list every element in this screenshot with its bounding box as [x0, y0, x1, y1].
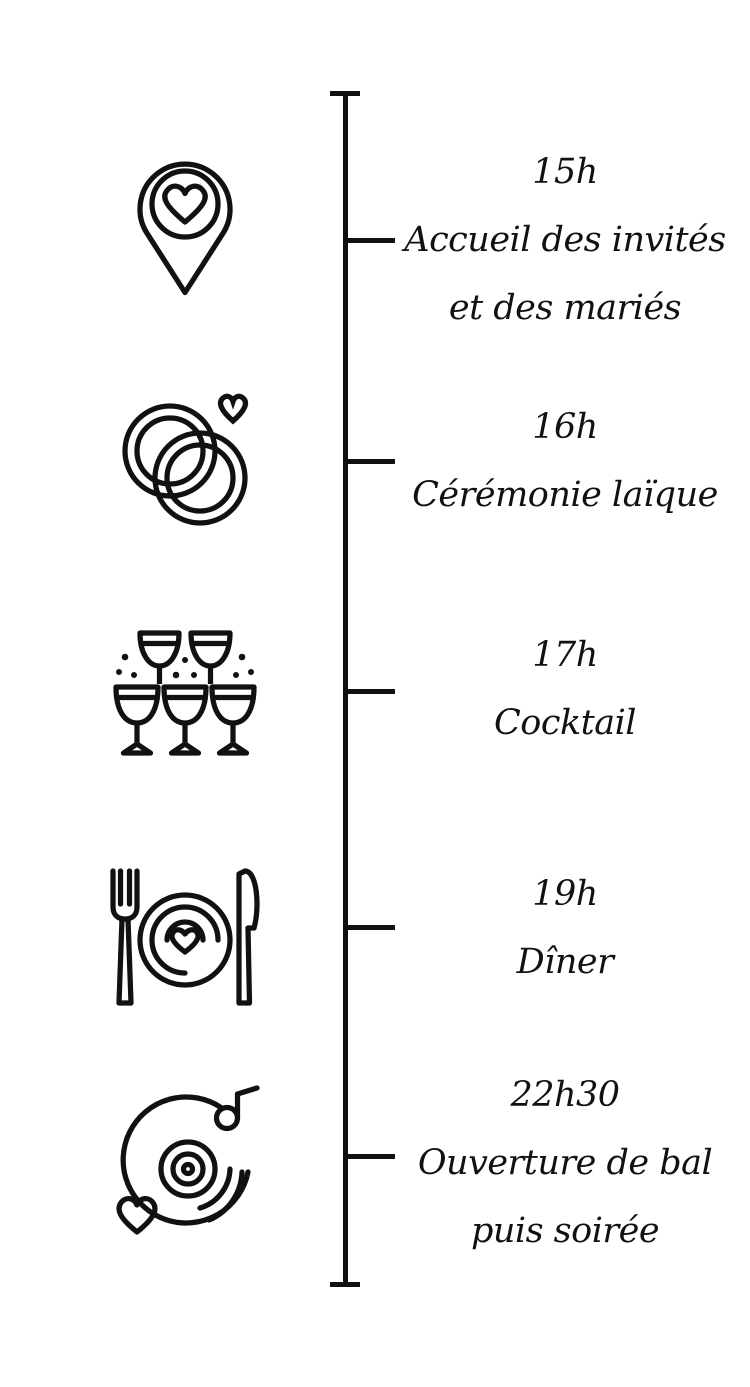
champagne-tower-icon	[100, 605, 270, 775]
timeline-tick	[345, 689, 395, 694]
event-label: Accueil des invités	[404, 220, 726, 260]
event-label: Ouverture de bal	[417, 1143, 713, 1183]
timeline-tick	[345, 238, 395, 243]
event-time: 16h	[532, 407, 598, 447]
event-time: 22h30	[510, 1075, 620, 1115]
location-heart-icon	[100, 140, 270, 310]
event-label: et des mariés	[448, 288, 682, 328]
wedding-rings-icon	[100, 375, 270, 545]
timeline-bottom-cap	[330, 1282, 360, 1287]
event-text: 15h Accueil des invités et des mariés	[400, 138, 730, 342]
event-text: 22h30 Ouverture de bal puis soirée	[400, 1061, 730, 1265]
timeline-tick	[345, 925, 395, 930]
event-label: Cocktail	[494, 703, 636, 743]
event-text: 16h Cérémonie laïque	[400, 393, 730, 529]
vinyl-record-icon	[100, 1075, 270, 1245]
dinner-plate-icon	[100, 852, 270, 1022]
event-time: 19h	[532, 874, 598, 914]
event-label: Cérémonie laïque	[412, 475, 718, 515]
timeline-top-cap	[330, 91, 360, 96]
event-label: Dîner	[516, 942, 614, 982]
event-text: 17h Cocktail	[400, 621, 730, 757]
event-time: 15h	[532, 152, 598, 192]
event-label: puis soirée	[470, 1211, 660, 1251]
timeline-tick	[345, 1154, 395, 1159]
event-time: 17h	[532, 635, 598, 675]
event-text: 19h Dîner	[400, 860, 730, 996]
timeline-tick	[345, 459, 395, 464]
